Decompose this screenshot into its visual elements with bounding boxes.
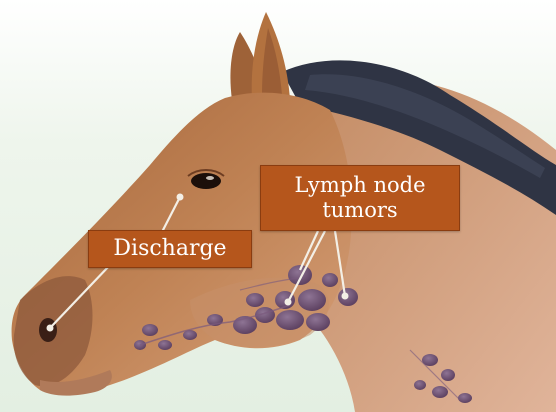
discharge-label: Discharge xyxy=(88,230,252,268)
lymph-node-tumors-text: Lymph node tumors xyxy=(267,173,453,223)
eye xyxy=(191,173,221,189)
lymph-node-tumors-label: Lymph node tumors xyxy=(260,165,460,231)
discharge-text: Discharge xyxy=(113,236,226,261)
